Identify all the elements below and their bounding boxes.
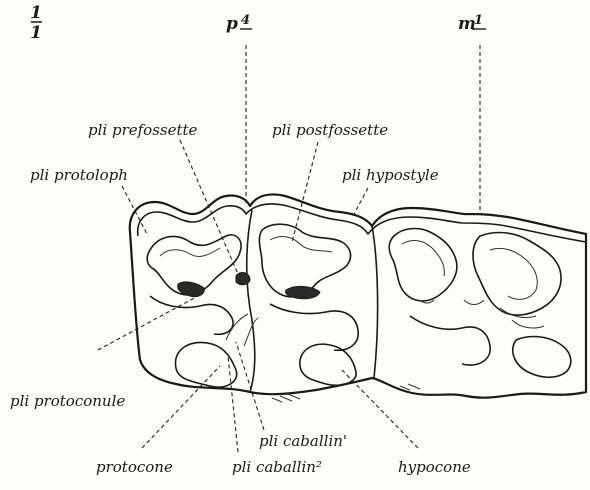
dark-mark-3 xyxy=(236,273,250,285)
tooth-label-m1: m 1 xyxy=(458,13,486,34)
leader-protoconule xyxy=(98,296,198,350)
p4-index: 4 xyxy=(241,13,250,28)
p4-postfossette xyxy=(270,304,358,350)
label-hypocone: hypocone xyxy=(398,458,471,476)
tooth-label-p4: p 4 xyxy=(226,13,252,34)
m1-postfossette xyxy=(473,233,561,316)
prefossette-front-inner xyxy=(160,248,220,256)
scale-fraction: 1 1 xyxy=(30,3,42,43)
scale-numerator: 1 xyxy=(30,3,42,23)
label-protocone: protocone xyxy=(96,458,173,476)
label-pli-protoconule: pli protoconule xyxy=(10,392,125,410)
m1-prefossette xyxy=(389,229,457,301)
p4-letter: p xyxy=(226,14,238,34)
label-pli-caballin-2: pli caballin² xyxy=(232,458,322,476)
scale-denominator: 1 xyxy=(30,23,42,43)
m1-hypocone-lobe xyxy=(513,337,571,378)
leader-hypostyle xyxy=(354,188,368,214)
label-pli-postfossette: pli postfossette xyxy=(272,121,388,139)
p4-prefossette-inner xyxy=(270,237,332,252)
dark-mark-2 xyxy=(285,286,320,298)
label-pli-prefossette: pli prefossette xyxy=(88,121,198,139)
leader-protocone xyxy=(142,366,220,448)
m1-protocone-fold xyxy=(410,316,490,365)
m1-postfossette-inner xyxy=(490,248,537,299)
hatching-left xyxy=(272,394,300,402)
leader-postfossette xyxy=(292,142,318,242)
tooth-boundary xyxy=(372,226,378,378)
leader-caballin-1 xyxy=(236,342,264,430)
hypocone-lobe xyxy=(300,344,356,385)
m1-index: 1 xyxy=(474,13,483,28)
label-pli-caballin-1: pli caballin' xyxy=(259,432,347,450)
p4-prefossette xyxy=(259,224,350,297)
m1-prefossette-inner xyxy=(402,241,444,276)
leader-protoloph xyxy=(122,186,148,236)
p4-front-boundary xyxy=(247,210,255,392)
tooth-drawing xyxy=(130,194,586,402)
hatching-right xyxy=(400,384,420,390)
label-pli-hypostyle: pli hypostyle xyxy=(342,166,439,184)
label-pli-protoloph: pli protoloph xyxy=(30,166,128,184)
